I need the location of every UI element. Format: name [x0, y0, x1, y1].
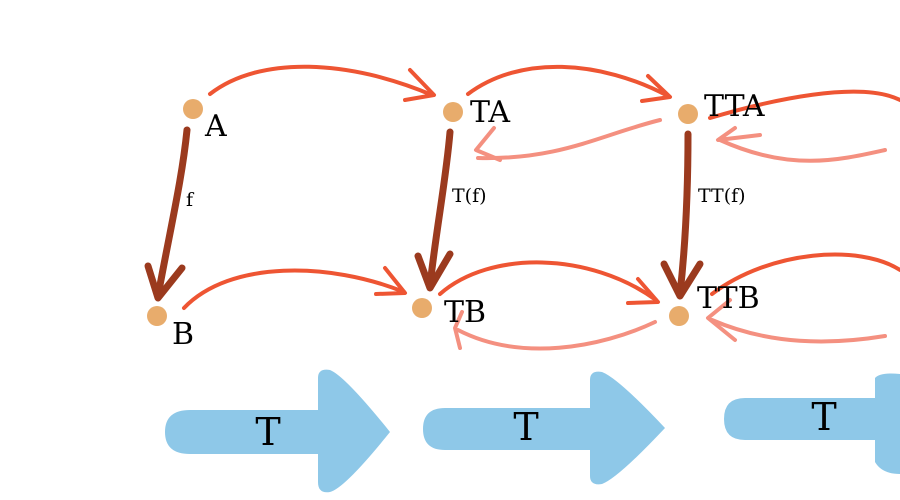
node-TTB-label: TTB — [697, 281, 760, 316]
arrow-TA-to-TTA-curve — [466, 64, 670, 98]
back-arrow-TTB-to-TB-head — [453, 310, 464, 350]
node-TTA: TTA — [678, 89, 765, 124]
arrow-TTA-to-next-curve — [708, 89, 900, 120]
arrow-B-to-TB-curve — [182, 268, 406, 310]
arrow-TB-to-TTB-curve — [438, 260, 658, 302]
node-TB-label: TB — [444, 295, 486, 330]
morphism-TTf-head — [660, 260, 704, 300]
node-TA: TA — [443, 95, 510, 130]
functor-arrow-1: T — [165, 369, 390, 493]
node-B-label: B — [172, 317, 194, 352]
morphism-Tf — [414, 128, 454, 292]
morphism-TTf — [660, 130, 704, 300]
arrow-B-to-TB-head — [374, 266, 407, 296]
node-TTB: TTB — [669, 281, 760, 326]
arrow-TA-to-TTA-head — [640, 74, 672, 103]
back-arrow-TTA-to-TA — [474, 118, 662, 162]
back-arrow-next-to-TTA-curve — [718, 138, 887, 163]
node-B-dot — [147, 306, 167, 326]
morphism-Tf-line — [426, 128, 454, 290]
back-arrow-TTB-to-TB-curve — [456, 320, 657, 351]
functor-arrow-2-label: T — [513, 405, 538, 449]
morphism-f-label: f — [186, 189, 195, 211]
morphism-TTf-label: TT(f) — [698, 185, 746, 207]
functor-arrow-1-label: T — [255, 410, 280, 454]
arrow-TTB-to-next — [710, 252, 900, 296]
functor-arrow-3-label: T — [811, 395, 836, 439]
morphism-Tf-head — [414, 250, 454, 292]
arrow-TTA-to-next — [708, 89, 900, 120]
arrow-A-to-TA — [208, 64, 436, 102]
back-arrow-TTA-to-TA-head — [474, 126, 502, 162]
functor-arrow-2-shape — [423, 371, 665, 485]
functor-arrow-3: T — [724, 373, 900, 474]
functor-arrow-3-shape — [724, 373, 900, 474]
morphism-f-head — [144, 262, 186, 302]
node-TA-dot — [443, 102, 463, 122]
functor-arrow-2: T — [423, 371, 665, 485]
node-A: A — [183, 99, 227, 144]
back-arrow-next-to-TTB-curve — [710, 318, 887, 344]
back-arrow-next-to-TTB — [706, 298, 887, 344]
arrow-A-to-TA-curve — [208, 64, 434, 97]
back-arrow-TTB-to-TB — [453, 310, 657, 351]
node-TTA-label: TTA — [704, 89, 765, 124]
arrow-TTB-to-next-curve — [710, 252, 900, 296]
node-TTB-dot — [669, 306, 689, 326]
arrow-B-to-TB — [182, 266, 407, 310]
node-TB-dot — [412, 298, 432, 318]
node-B: B — [147, 306, 194, 352]
arrow-A-to-TA-head — [403, 68, 436, 102]
back-arrow-next-to-TTA-head — [716, 126, 762, 142]
morphism-TTf-line — [676, 130, 692, 298]
morphism-f — [144, 126, 191, 302]
arrow-TB-to-TTB-head — [626, 277, 660, 305]
functor-arrow-1-shape — [165, 369, 390, 493]
arrow-TB-to-TTB — [438, 260, 660, 305]
arrow-TA-to-TTA — [466, 64, 672, 103]
morphism-f-line — [154, 126, 191, 300]
node-A-dot — [183, 99, 203, 119]
node-A-label: A — [204, 109, 227, 144]
back-arrow-next-to-TTA — [716, 126, 887, 163]
back-arrow-next-to-TTB-head — [706, 298, 737, 342]
node-TA-label: TA — [470, 95, 510, 130]
back-arrow-TTA-to-TA-curve — [476, 118, 662, 161]
node-TB: TB — [412, 295, 486, 330]
node-TTA-dot — [678, 104, 698, 124]
morphism-Tf-label: T(f) — [452, 185, 487, 207]
